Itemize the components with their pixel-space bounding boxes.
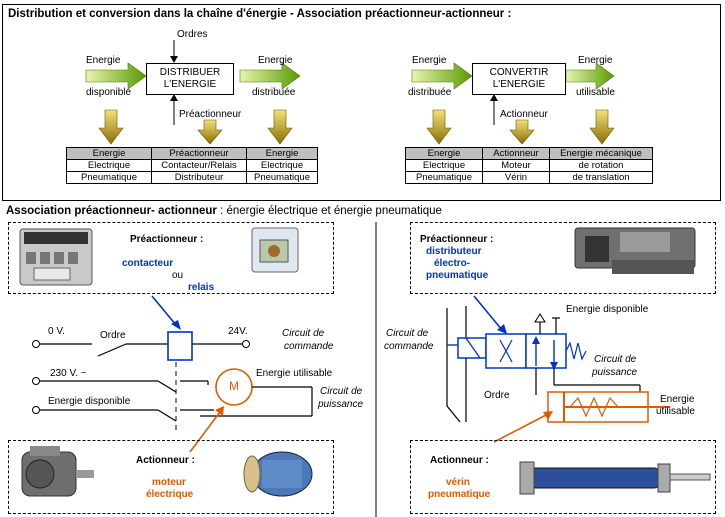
circuit-puissance-electric-2: puissance bbox=[318, 399, 364, 410]
act-table-cell: de translation bbox=[549, 171, 653, 184]
act-table-cell: Vérin bbox=[482, 171, 550, 184]
act-electric-frame bbox=[8, 440, 334, 514]
act-pneumatic-frame bbox=[410, 440, 716, 514]
act-table-header: Energie mécanique bbox=[549, 147, 653, 160]
act-table-cell: Pneumatique bbox=[405, 171, 483, 184]
energie-utilisable-electric: Energie utilisable bbox=[256, 368, 333, 379]
down-arrow-4 bbox=[426, 109, 452, 145]
preact-table-cell: Pneumatique bbox=[66, 171, 152, 184]
verin-label-1: vérin bbox=[446, 477, 470, 488]
act-pneumatic-label: Actionneur : bbox=[430, 455, 489, 466]
energy-out-arrow-right bbox=[565, 62, 615, 90]
preact-table-header: Préactionneur bbox=[151, 147, 247, 160]
motor-symbol: M bbox=[229, 379, 239, 393]
valve-picture bbox=[574, 227, 696, 274]
v230-label: 230 V. ~ bbox=[50, 368, 87, 379]
preact-table-cell: Electrique bbox=[66, 159, 152, 172]
energie-out-label-2: distribuée bbox=[252, 87, 296, 98]
energy-in-arrow-left bbox=[85, 62, 147, 90]
down-arrow-2 bbox=[197, 119, 223, 145]
down-arrow-3 bbox=[267, 109, 293, 145]
section-title-bold: Association préactionneur- actionneur bbox=[6, 205, 217, 217]
dist-label-1: distributeur bbox=[426, 246, 482, 257]
contacteur-label: contacteur bbox=[122, 258, 174, 269]
section-title: Association préactionneur- actionneur : … bbox=[6, 205, 442, 217]
down-arrow-5 bbox=[509, 119, 535, 145]
circuit-puissance-pneumatic-2: puissance bbox=[592, 367, 638, 378]
electric-motor-picture bbox=[21, 446, 94, 497]
ordre-label-pneumatic: Ordre bbox=[484, 390, 510, 401]
convertir-box: CONVERTIR L'ENERGIE bbox=[472, 63, 566, 95]
preact-pneumatic-label: Préactionneur : bbox=[420, 234, 494, 245]
circuit-puissance-pneumatic-1: Circuit de bbox=[594, 354, 637, 365]
energie-in-label-r2: distribuée bbox=[408, 87, 452, 98]
relay-picture bbox=[251, 227, 299, 273]
act-table-cell: de rotation bbox=[549, 159, 653, 172]
preact-table-cell: Contacteur/Relais bbox=[151, 159, 247, 172]
circuit-commande-pneumatic-2: commande bbox=[384, 341, 434, 352]
verin-label-2: pneumatique bbox=[428, 489, 491, 500]
down-arrow-6 bbox=[589, 109, 615, 145]
act-table-header: Energie bbox=[405, 147, 483, 160]
circuit-commande-pneumatic-1: Circuit de bbox=[386, 328, 429, 339]
dist-label-2: électro- bbox=[434, 258, 471, 269]
ordre-label-electric: Ordre bbox=[100, 330, 126, 341]
moteur-label-2: électrique bbox=[146, 489, 194, 500]
distribuer-line-1: DISTRIBUER bbox=[159, 67, 221, 78]
preact-table-cell: Distributeur bbox=[151, 171, 247, 184]
down-arrow-1 bbox=[98, 109, 124, 145]
energie-disponible-pneumatic: Energie disponible bbox=[566, 304, 649, 315]
preact-table-cell: Pneumatique bbox=[246, 171, 318, 184]
act-electric-label: Actionneur : bbox=[136, 455, 195, 466]
v24-label: 24V. bbox=[228, 326, 248, 337]
energie-disponible-electric: Energie disponible bbox=[48, 396, 131, 407]
preactionneur-label: Préactionneur bbox=[179, 109, 242, 120]
ordres-label: Ordres bbox=[177, 29, 208, 40]
distribuer-box: DISTRIBUER L'ENERGIE bbox=[146, 63, 234, 95]
distribuer-line-2: L'ENERGIE bbox=[163, 79, 217, 90]
preact-table-cell: Electrique bbox=[246, 159, 318, 172]
moteur-label-1: moteur bbox=[152, 477, 186, 488]
preact-pneumatic-frame bbox=[410, 222, 716, 294]
energy-in-arrow-right bbox=[411, 62, 473, 90]
dc-motor-picture bbox=[243, 451, 313, 497]
energie-in-label-2: disponible bbox=[86, 87, 132, 98]
energie-utilisable-pneumatic-1: Energie bbox=[660, 394, 695, 405]
preact-table-header: Energie bbox=[66, 147, 152, 160]
act-table-cell: Moteur bbox=[482, 159, 550, 172]
energie-out-label-r2: utilisable bbox=[576, 87, 615, 98]
preact-table-header: Energie bbox=[246, 147, 318, 160]
convertir-line-1: CONVERTIR bbox=[489, 67, 549, 78]
actionneur-label: Actionneur bbox=[500, 109, 548, 120]
ou-label: ou bbox=[172, 270, 184, 281]
top-title: Distribution et conversion dans la chaîn… bbox=[8, 8, 512, 20]
preact-electric-frame bbox=[8, 222, 334, 294]
energie-out-label-r1: Energie bbox=[578, 55, 613, 66]
relais-label: relais bbox=[188, 282, 215, 293]
act-table-header: Actionneur bbox=[482, 147, 550, 160]
convertir-line-2: L'ENERGIE bbox=[492, 79, 546, 90]
act-table-cell: Electrique bbox=[405, 159, 483, 172]
top-frame bbox=[2, 4, 721, 201]
energie-out-label-1: Energie bbox=[258, 55, 293, 66]
energie-in-label-1: Energie bbox=[86, 55, 121, 66]
dist-label-3: pneumatique bbox=[426, 270, 489, 281]
section-title-rest: : énergie électrique et énergie pneumati… bbox=[216, 205, 442, 217]
circuit-puissance-electric-1: Circuit de bbox=[320, 386, 363, 397]
preact-table: Energie Préactionneur Energie Electrique… bbox=[66, 147, 318, 184]
v0-label: 0 V. bbox=[48, 326, 65, 337]
energie-in-label-r1: Energie bbox=[412, 55, 447, 66]
energie-utilisable-pneumatic-2: utilisable bbox=[656, 406, 695, 417]
circuit-commande-electric-2: commande bbox=[284, 341, 334, 352]
preact-electric-label: Préactionneur : bbox=[130, 234, 204, 245]
act-table: Energie Actionneur Energie mécanique Ele… bbox=[405, 147, 653, 184]
cylinder-picture bbox=[519, 461, 711, 495]
energy-out-arrow-left bbox=[239, 62, 301, 90]
circuit-commande-electric-1: Circuit de bbox=[282, 328, 325, 339]
contactor-picture bbox=[19, 228, 93, 286]
